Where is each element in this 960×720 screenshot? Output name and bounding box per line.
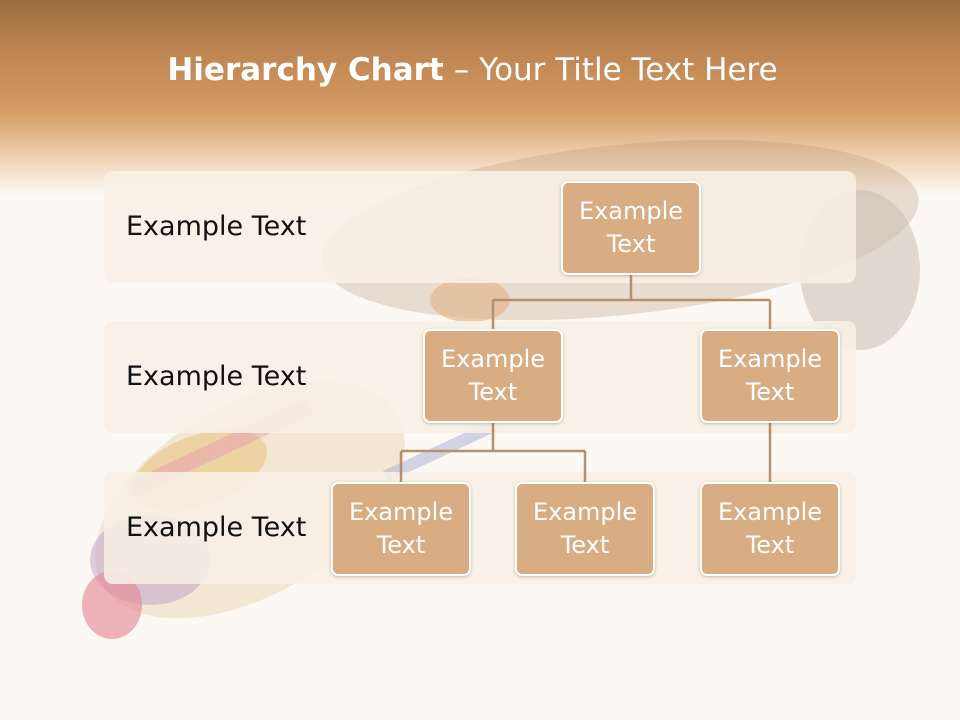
level-label-2[interactable]: Example Text: [126, 361, 307, 392]
title-banner: [0, 0, 960, 200]
org-node-level3-right[interactable]: Example Text: [700, 482, 840, 576]
level-label-3[interactable]: Example Text: [126, 512, 307, 543]
org-node-level3-left-label: Example Text: [348, 498, 454, 559]
org-node-level2-right[interactable]: Example Text: [700, 329, 840, 423]
org-node-level3-middle-label: Example Text: [532, 498, 638, 559]
org-node-level2-right-label: Example Text: [717, 345, 823, 406]
org-node-level2-left-label: Example Text: [440, 345, 546, 406]
org-node-level3-right-label: Example Text: [717, 498, 823, 559]
org-node-root[interactable]: Example Text: [561, 181, 701, 275]
title-bold: Hierarchy Chart: [167, 52, 444, 88]
org-node-level3-left[interactable]: Example Text: [331, 482, 471, 576]
title-separator: –: [453, 52, 470, 88]
org-node-root-label: Example Text: [578, 197, 684, 258]
level-band-1: [104, 171, 856, 283]
title-rest: Your Title Text Here: [479, 52, 778, 88]
org-node-level2-left[interactable]: Example Text: [423, 329, 563, 423]
page-title: Hierarchy Chart–Your Title Text Here: [0, 52, 945, 88]
org-node-level3-middle[interactable]: Example Text: [515, 482, 655, 576]
level-label-1[interactable]: Example Text: [126, 211, 307, 242]
